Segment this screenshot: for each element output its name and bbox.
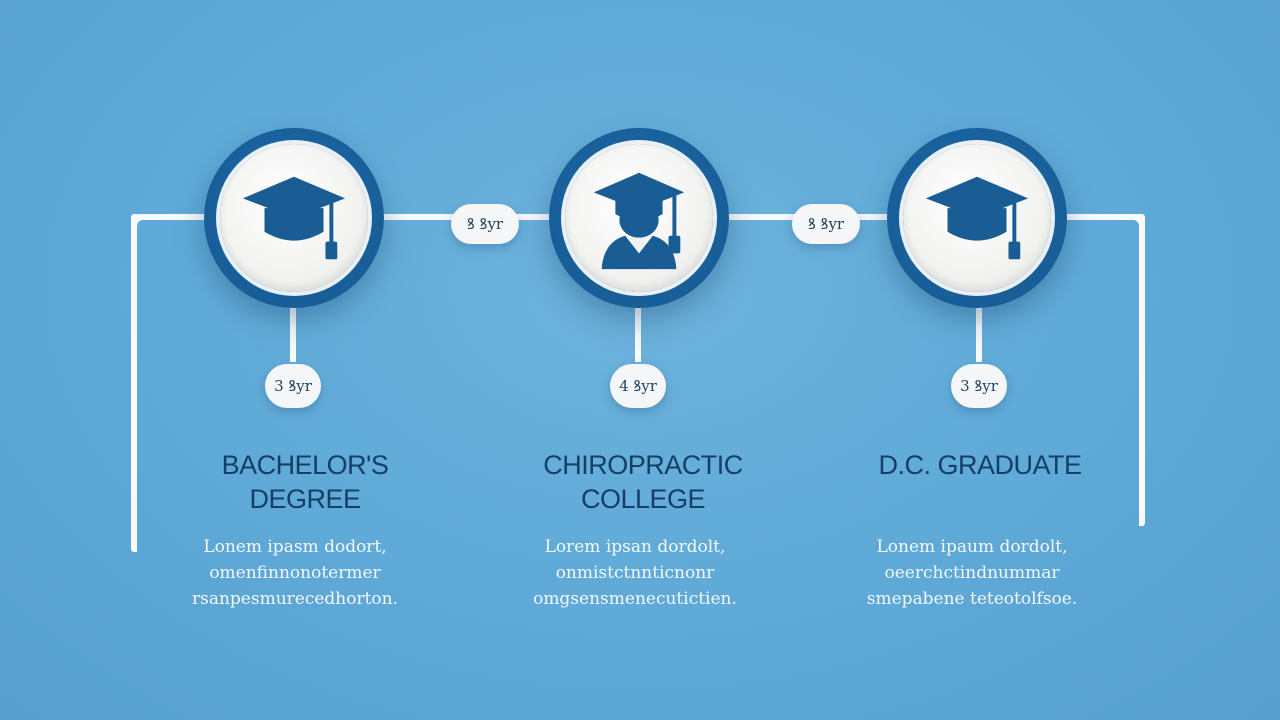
- desc-line: oeerchctindnummar: [884, 563, 1060, 583]
- step-title-line: D.C. GRADUATE: [878, 450, 1082, 480]
- desc-line: Lorem ipsan dordolt,: [544, 537, 726, 557]
- desc-line: Lonem ipaum dordolt,: [876, 537, 1068, 557]
- connector-duration-pill: ꝸ ꝸyr: [792, 204, 860, 244]
- step-stem: [635, 300, 641, 362]
- step-title-line: COLLEGE: [580, 484, 706, 514]
- graduation-cap-icon: [925, 176, 1029, 260]
- desc-line: omenfinnonotermer: [209, 563, 381, 583]
- desc-line: smepabene teteotolfsoe.: [866, 589, 1078, 609]
- graduate-person-icon: [593, 172, 685, 270]
- desc-line: omgsensmenecutictien.: [533, 589, 737, 609]
- desc-line: rsanpesmurecedhorton.: [191, 589, 399, 609]
- desc-line: onmistctnnticnonr: [555, 563, 715, 583]
- step-title-line: CHIROPRACTIC: [543, 450, 743, 480]
- step-circle-chiropractic: [549, 128, 729, 308]
- step-circle-bachelors: [204, 128, 384, 308]
- step-description: Lorem ipsan dordolt, onmistctnnticnonr o…: [485, 534, 785, 612]
- step-title: D.C. GRADUATE: [830, 448, 1130, 482]
- step-title: BACHELOR'S DEGREE: [155, 448, 455, 516]
- step-stem: [290, 300, 296, 362]
- frame-left-line: [131, 214, 137, 552]
- step-title-line: DEGREE: [249, 484, 361, 514]
- step-description: Lonem ipaum dordolt, oeerchctindnummar s…: [822, 534, 1122, 612]
- step-circle-dc-graduate: [887, 128, 1067, 308]
- step-duration-pill: 4 ꝸyr: [610, 364, 666, 408]
- frame-right-line: [1139, 214, 1145, 526]
- step-stem: [976, 300, 982, 362]
- step-description: Lonem ipasm dodort, omenfinnonotermer rs…: [145, 534, 445, 612]
- frame-corner-left: [131, 214, 153, 236]
- step-duration-pill: 3 ꝸyr: [265, 364, 321, 408]
- step-title: CHIROPRACTIC COLLEGE: [493, 448, 793, 516]
- connector-duration-pill: ꝸ ꝸyr: [451, 204, 519, 244]
- desc-line: Lonem ipasm dodort,: [203, 537, 387, 557]
- step-duration-pill: 3 ꝸyr: [951, 364, 1007, 408]
- graduation-cap-icon: [242, 176, 346, 260]
- frame-corner-right: [1123, 214, 1145, 236]
- step-title-line: BACHELOR'S: [221, 450, 389, 480]
